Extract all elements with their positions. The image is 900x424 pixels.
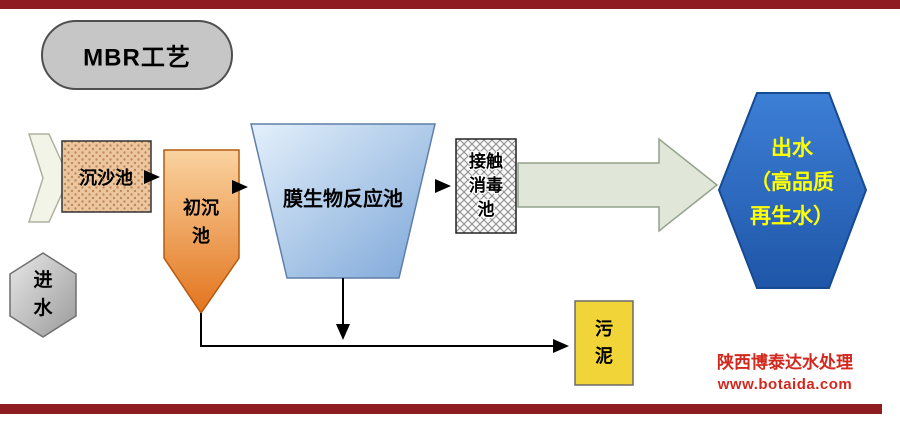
mbr-tank-label: 膜生物反应池 xyxy=(283,188,403,211)
grit-tank-shape xyxy=(61,140,152,213)
influent-hexagon-shape xyxy=(9,252,77,338)
effluent-label: 出水 （高品质 再生水） xyxy=(750,132,834,234)
title-capsule-shape xyxy=(41,20,233,90)
sludge-box-shape xyxy=(574,300,634,386)
disinfect-label-line1: 接触 xyxy=(469,152,503,171)
primary-tank-label-line2: 池 xyxy=(192,226,210,246)
influent-label-line1: 进 xyxy=(33,270,53,291)
bottom-border-bar xyxy=(0,404,882,414)
effluent-label-line2: （高品质 xyxy=(750,171,834,194)
primary-tank-label: 初沉 池 xyxy=(183,194,219,250)
effluent-label-line3: 再生水） xyxy=(750,205,834,228)
watermark-company: 陕西博泰达水处理 xyxy=(717,353,853,372)
influent-arrow-shape xyxy=(27,133,70,223)
effluent-hexagon-shape xyxy=(717,92,868,289)
sludge-label-line2: 泥 xyxy=(595,346,613,366)
top-border-bar xyxy=(0,0,900,9)
connector-primary-to-sludge xyxy=(200,313,569,353)
grit-tank-label: 沉沙池 xyxy=(79,168,133,188)
watermark-url: www.botaida.com xyxy=(717,375,853,393)
disinfect-tank-label: 接触 消毒 池 xyxy=(469,150,503,222)
primary-tank-label-line1: 初沉 xyxy=(183,198,219,218)
disinfect-label-line3: 池 xyxy=(477,200,495,219)
mbr-tank-shape xyxy=(250,123,436,279)
disinfect-label-line2: 消毒 xyxy=(469,176,503,195)
primary-tank-shape xyxy=(163,149,240,315)
effluent-label-line1: 出水 xyxy=(771,137,813,160)
sludge-label: 污 泥 xyxy=(595,316,613,370)
sludge-label-line1: 污 xyxy=(595,319,613,339)
diagram-title: MBR工艺 xyxy=(83,44,191,72)
influent-label: 进 水 xyxy=(33,267,52,323)
disinfect-tank-shape xyxy=(455,138,517,234)
influent-label-line2: 水 xyxy=(33,298,53,319)
watermark: 陕西博泰达水处理 www.botaida.com xyxy=(695,352,875,395)
main-flow-arrow-shape xyxy=(517,137,719,233)
